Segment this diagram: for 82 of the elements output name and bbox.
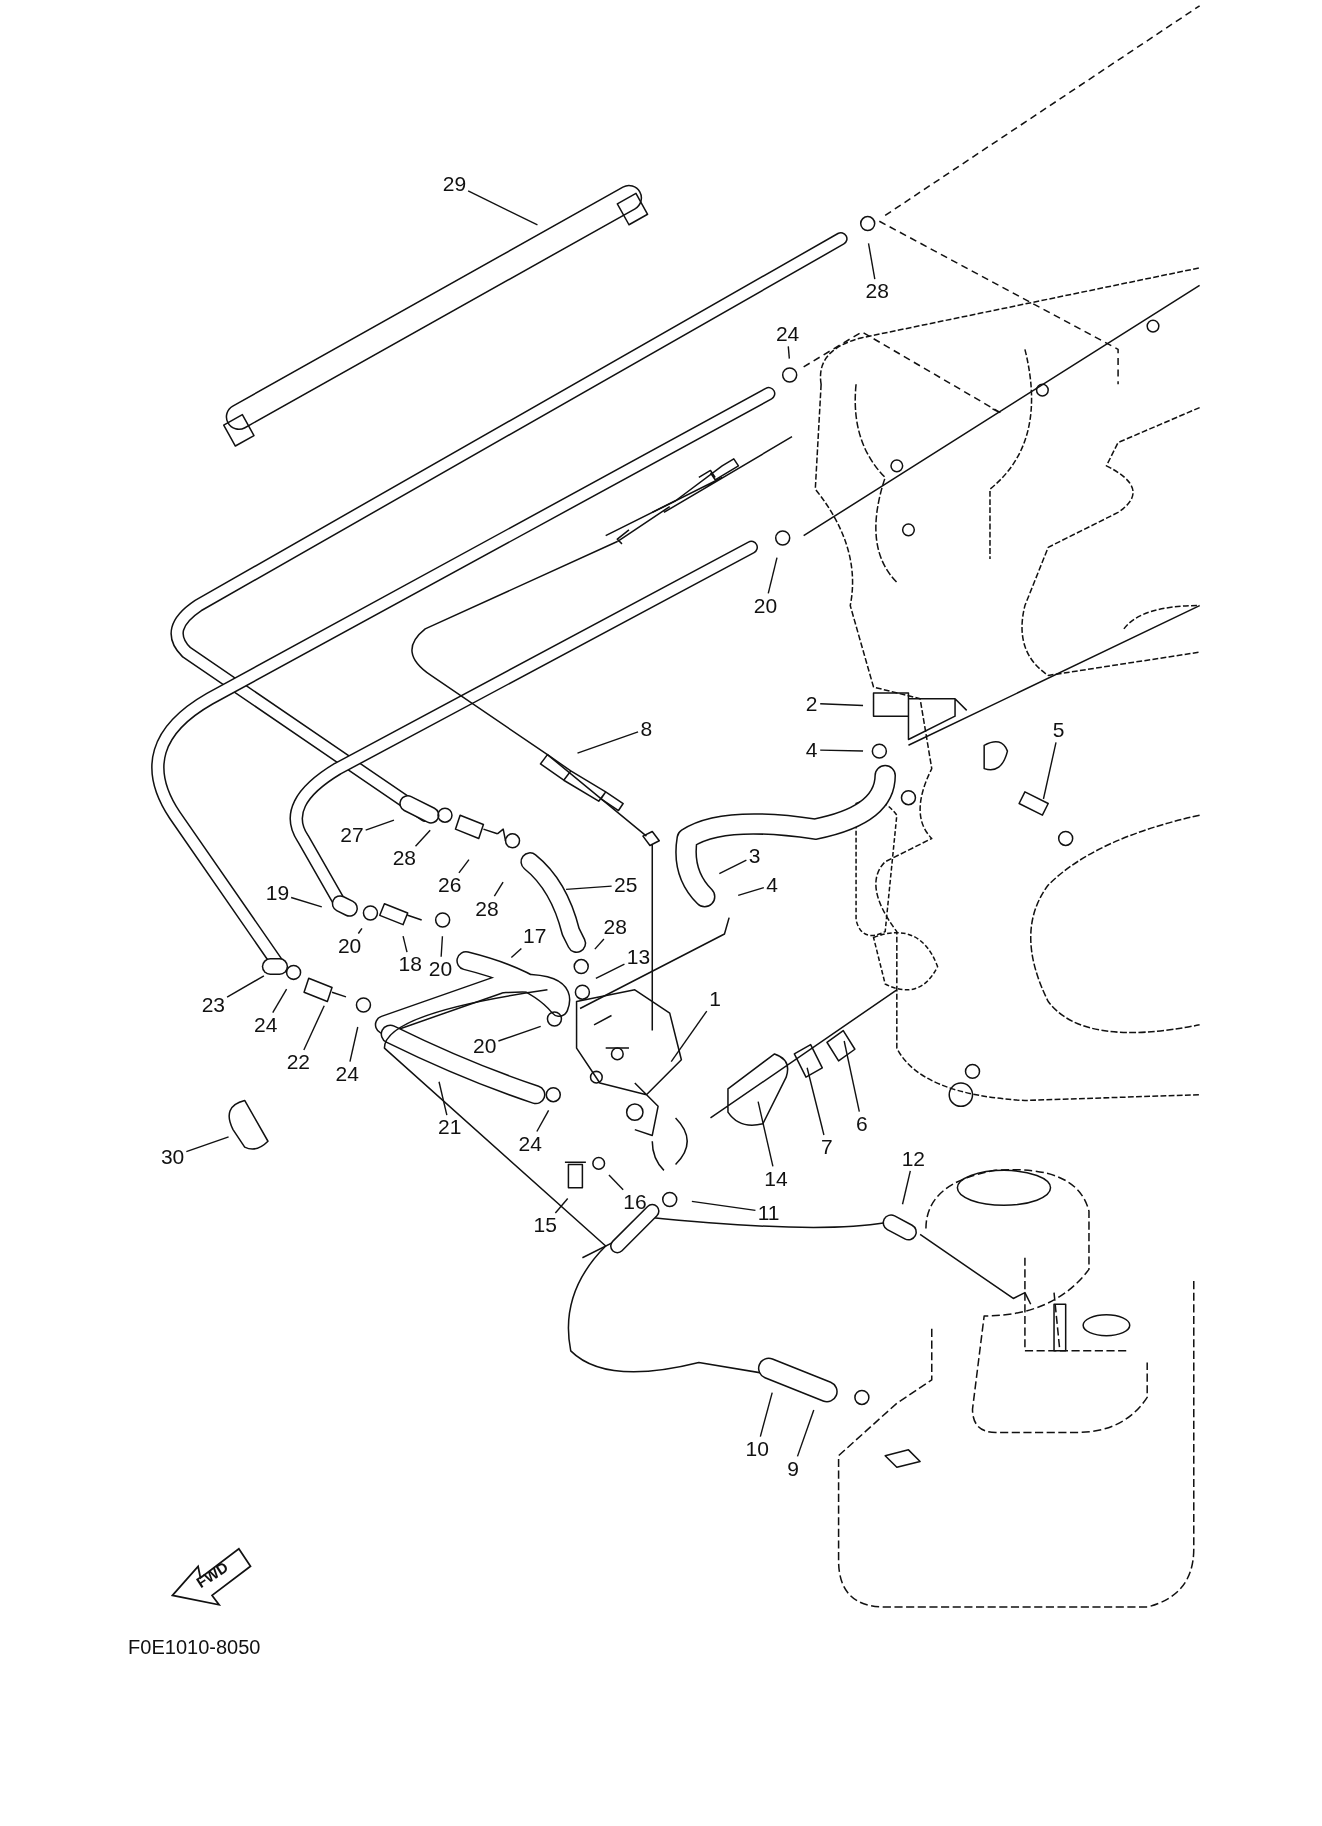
leader-line — [185, 1136, 230, 1153]
leader-line — [767, 557, 778, 595]
leader-line — [440, 935, 444, 958]
leader-line — [819, 749, 864, 752]
callout-number: 24 — [254, 1014, 278, 1036]
callout-number: 18 — [398, 953, 422, 976]
callout-number: 27 — [340, 824, 364, 847]
leader-line — [493, 881, 504, 897]
leader-line — [349, 1026, 359, 1063]
callout-number: 28 — [392, 847, 416, 870]
callout-number: 9 — [787, 1457, 799, 1480]
leader-line — [796, 1409, 815, 1458]
leader-line — [272, 988, 288, 1014]
leader-line — [594, 938, 605, 950]
leader-line — [467, 190, 539, 226]
callout-number: 21 — [438, 1116, 462, 1139]
leader-line — [718, 859, 748, 875]
leader-line — [787, 345, 791, 360]
callout-number: 20 — [428, 958, 453, 981]
leader-line — [576, 731, 639, 754]
callout-number: 23 — [201, 994, 225, 1017]
callout-number: 12 — [901, 1147, 925, 1170]
callout-number: 8 — [640, 718, 653, 741]
callout-number: 4 — [766, 874, 778, 897]
leader-line — [843, 1040, 861, 1113]
leader-line — [737, 886, 765, 896]
leader-line — [497, 1025, 542, 1042]
callout-number: 25 — [613, 874, 638, 897]
leader-line — [536, 1109, 550, 1133]
leader-line — [608, 1174, 624, 1191]
leader-line — [290, 896, 323, 908]
callout-number: 1 — [709, 988, 721, 1011]
callout-number: 22 — [286, 1051, 311, 1074]
leader-line — [554, 1197, 569, 1214]
callout-number: 11 — [757, 1201, 780, 1224]
callout-number: 5 — [1052, 719, 1065, 742]
callout-number: 16 — [623, 1191, 647, 1213]
callout-number: 6 — [855, 1113, 868, 1135]
leader-line — [510, 947, 523, 959]
callout-number: 24 — [335, 1062, 359, 1085]
callout-number: 28 — [603, 916, 627, 939]
leader-line — [867, 242, 876, 280]
callout-number: 26 — [438, 874, 462, 897]
callout-number: 20 — [337, 934, 362, 957]
leader-line — [759, 1391, 773, 1438]
leader-line — [595, 963, 626, 980]
leader-line — [303, 1005, 325, 1051]
callout-number: 24 — [518, 1132, 542, 1155]
callout-number: 30 — [160, 1145, 185, 1168]
callout-number: 24 — [775, 323, 800, 346]
leader-line — [438, 1081, 448, 1116]
callout-number: 29 — [442, 173, 467, 196]
leader-line — [357, 927, 363, 935]
leader-line — [458, 858, 470, 874]
callout-number: 7 — [820, 1136, 833, 1159]
callout-number: 4 — [805, 739, 818, 762]
callout-number: 17 — [523, 925, 547, 948]
direction-label: FWD — [193, 1558, 231, 1592]
callout-number: 20 — [473, 1034, 497, 1057]
leader-line — [670, 1010, 708, 1063]
leader-line — [691, 1200, 757, 1212]
callout-number: 14 — [764, 1167, 788, 1190]
leader-line — [565, 885, 613, 891]
leader-line — [414, 829, 431, 847]
leader-line — [226, 975, 265, 998]
callout-number: 13 — [626, 946, 651, 969]
callout-number: 19 — [265, 882, 290, 905]
callout-number: 2 — [805, 692, 818, 715]
drawing-number: F0E1010-8050 — [128, 1636, 261, 1660]
callout-number: 28 — [865, 280, 889, 303]
callout-number: 3 — [748, 845, 761, 868]
callout-number: 20 — [753, 594, 778, 617]
leader-line — [806, 1067, 825, 1136]
leader-line — [757, 1100, 774, 1168]
leader-line — [364, 819, 395, 831]
callout-number: 15 — [533, 1214, 557, 1237]
leader-line — [819, 703, 864, 707]
leader-line — [402, 935, 408, 953]
callout-number: 28 — [475, 897, 499, 920]
leader-line — [901, 1170, 912, 1205]
leader-line — [1042, 741, 1057, 800]
callout-number: 10 — [745, 1437, 769, 1460]
